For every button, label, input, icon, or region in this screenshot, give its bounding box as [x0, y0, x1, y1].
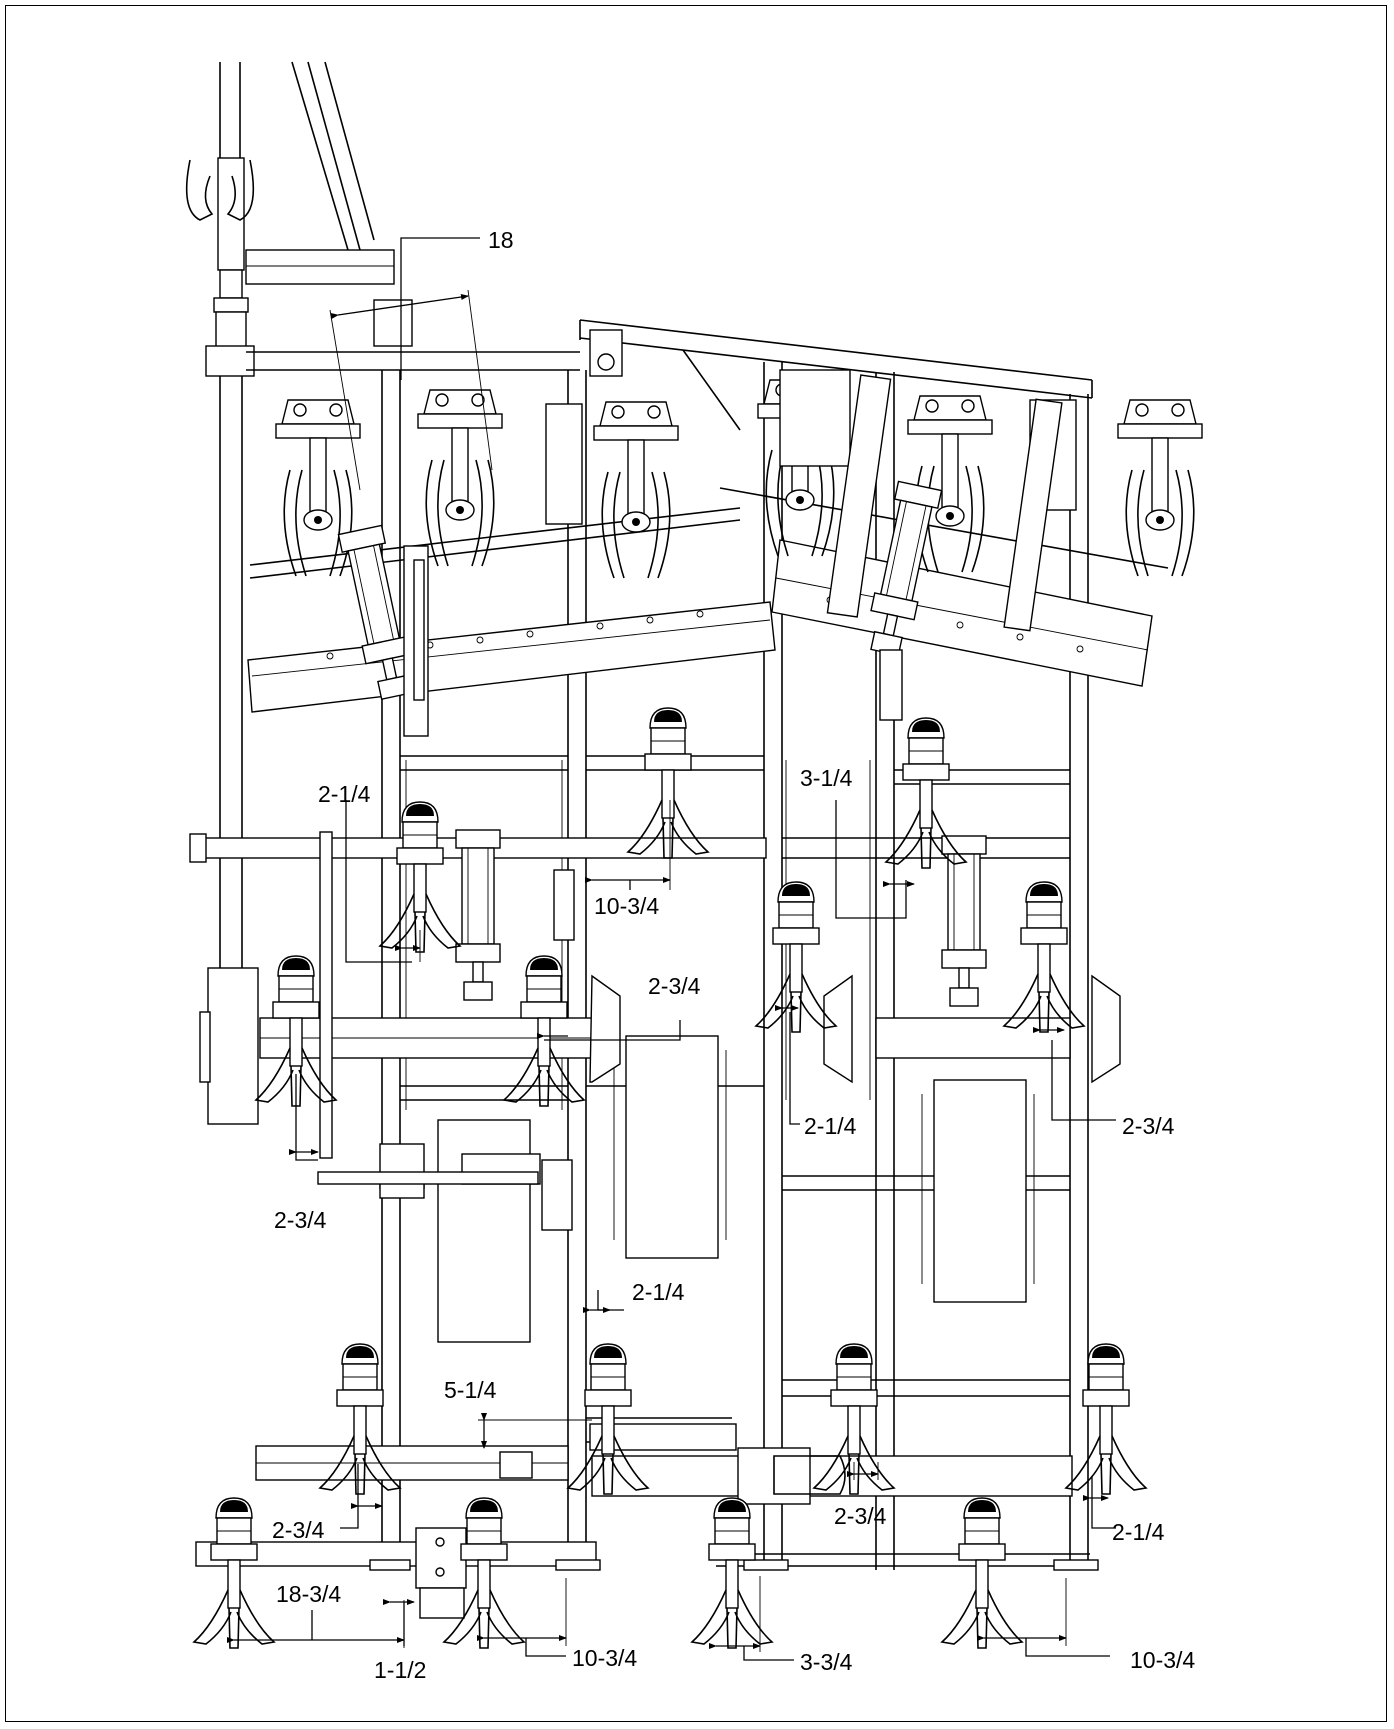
dim-label-2-3-4-lower-right: 2-3/4: [834, 1503, 887, 1529]
dim-label-2-3-4-right: 2-3/4: [1122, 1113, 1175, 1139]
dim-label-2-3-4-left: 2-3/4: [274, 1207, 327, 1233]
dim-label-1-1-2: 1-1/2: [374, 1657, 426, 1683]
dim-label-2-3-4-center: 2-3/4: [648, 973, 701, 999]
hydraulic-cylinders: [337, 480, 987, 1007]
dimension-lines: [227, 237, 1116, 1661]
dim-label-2-1-4-upper-left: 2-1/4: [318, 781, 371, 807]
dim-label-10-3-4-upper: 10-3/4: [594, 893, 659, 919]
dim-label-18: 18: [488, 227, 514, 253]
dim-label-2-1-4-center-right: 2-1/4: [804, 1113, 857, 1139]
dimension-labels: 18 2-1/4 3-1/4 10-3/4 2-3/4 2-1/4 2-3/4 …: [272, 227, 1195, 1683]
dim-label-10-3-4-bottom-left: 10-3/4: [572, 1645, 637, 1671]
dim-label-2-1-4-lower-right: 2-1/4: [1112, 1519, 1165, 1545]
dim-label-5-1-4: 5-1/4: [444, 1377, 497, 1403]
gauge-wheels: [199, 831, 1121, 1343]
dim-label-10-3-4-bottom-right: 10-3/4: [1130, 1647, 1195, 1673]
dim-label-2-1-4-mid: 2-1/4: [632, 1279, 685, 1305]
dim-label-3-1-4: 3-1/4: [800, 765, 853, 791]
dim-label-2-3-4-lower-left: 2-3/4: [272, 1517, 325, 1543]
dim-label-18-3-4: 18-3/4: [276, 1581, 341, 1607]
drawing-border: [5, 5, 1387, 1722]
dim-label-3-3-4: 3-3/4: [800, 1649, 853, 1675]
